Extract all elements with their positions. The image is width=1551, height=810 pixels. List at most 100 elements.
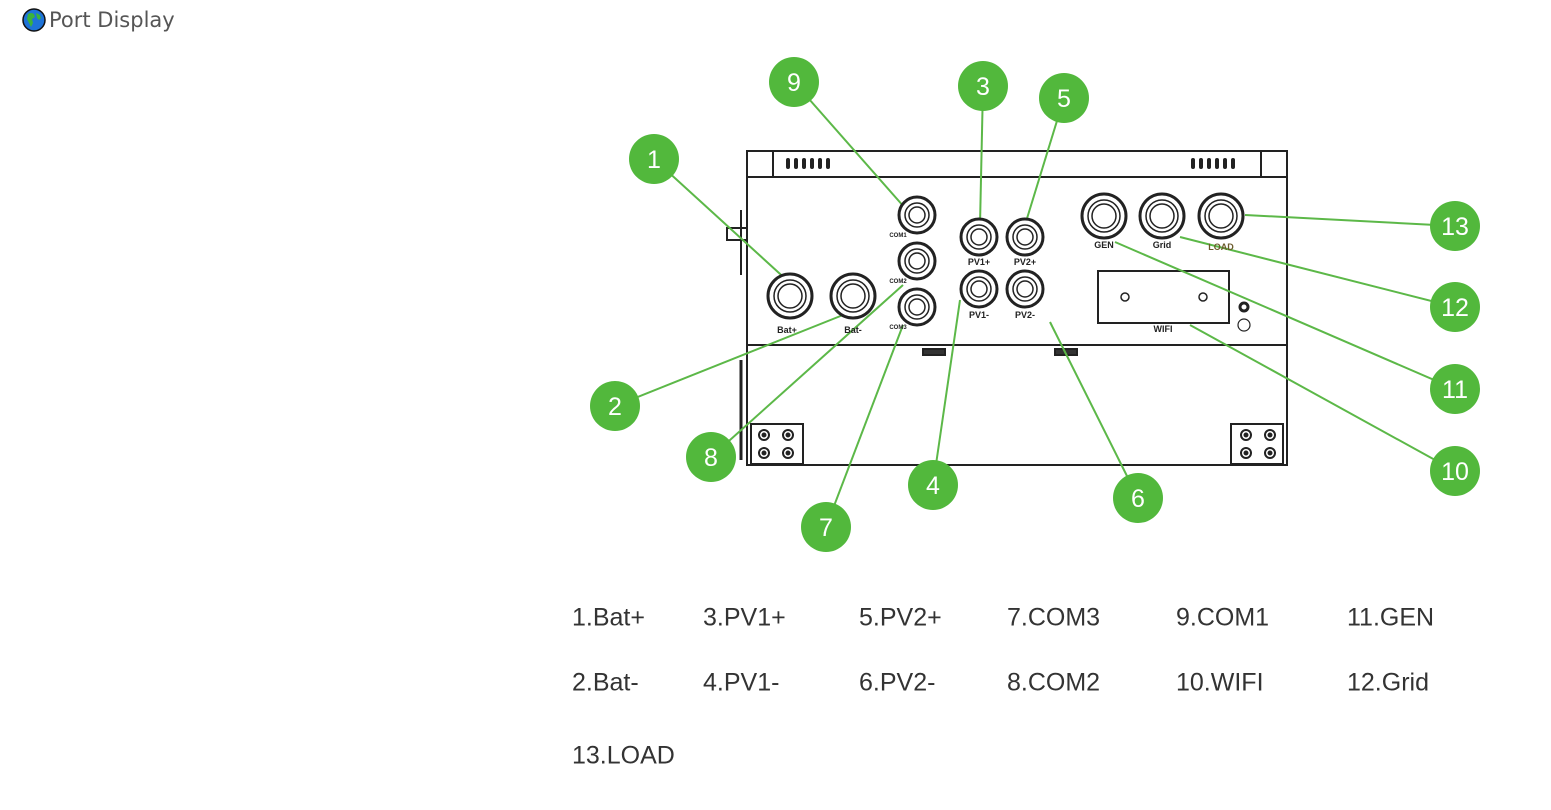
callout-7: 7 [801,502,851,552]
page-title: Port Display [49,8,175,32]
callout-10: 10 [1430,446,1480,496]
legend-item: 7.COM3 [1007,603,1101,632]
screw-center [1267,450,1273,456]
callout-number: 6 [1131,485,1145,513]
callout-12: 12 [1430,282,1480,332]
callout-number: 8 [704,444,718,472]
callout-number: 5 [1057,85,1071,113]
callout-number: 9 [787,69,801,97]
wifi-screw-icon [1120,292,1130,302]
callout-8: 8 [686,432,736,482]
callout-line-12 [1179,236,1456,308]
callout-number: 13 [1441,213,1469,241]
screw-center [785,450,791,456]
port-label-load: LOAD [1208,242,1234,252]
callout-line-1 [653,158,791,284]
port-com1: COM1 [889,195,937,239]
ground-icon [1237,318,1251,332]
legend-item: 2.Bat- [572,668,639,697]
port-label-grid: Grid [1153,240,1172,250]
port-pv1_minus: PV1- [959,269,999,320]
callout-line-2 [614,314,844,407]
port-label-bat_minus: Bat- [844,325,862,335]
legend-item: 9.COM1 [1176,603,1270,632]
port-load: LOAD [1197,192,1245,252]
callout-number: 3 [976,73,990,101]
indicator-dot [1191,158,1195,169]
port-pv2_plus: PV2+ [1005,217,1045,267]
callout-6: 6 [1113,473,1163,523]
callout-number: 2 [608,393,622,421]
callout-number: 4 [926,472,940,500]
callout-line-10 [1189,324,1456,472]
indicator-dot [1199,158,1203,169]
screw-center [1243,450,1249,456]
screw-center [1267,432,1273,438]
port-bat_plus: Bat+ [766,272,814,335]
indicator-dot [1215,158,1219,169]
port-com2: COM2 [889,241,937,285]
globe-icon [22,8,46,32]
callout-3: 3 [958,61,1008,111]
indicator-dot [826,158,830,169]
screw-center [761,450,767,456]
screw-icon [1240,447,1252,459]
legend-item: 12.Grid [1347,668,1429,697]
screw-icon [1240,429,1252,441]
port-label-com3: COM3 [889,325,907,331]
port-label-com2: COM2 [889,279,907,285]
screw-center [761,432,767,438]
indicator-dot [1231,158,1235,169]
port-pv2_minus: PV2- [1005,269,1045,320]
port-label-com1: COM1 [889,233,907,239]
port-label-pv2_plus: PV2+ [1014,257,1036,267]
callout-number: 11 [1442,376,1468,404]
callout-13: 13 [1430,201,1480,251]
screw-icon [1264,429,1276,441]
callout-number: 10 [1441,458,1469,486]
port-grid: Grid [1138,192,1186,250]
port-gen: GEN [1080,192,1128,250]
callout-line-7 [825,324,904,528]
callout-line-11 [1114,241,1456,390]
screw-icon [758,429,770,441]
screw-center [1243,432,1249,438]
inverter-device [726,150,1288,466]
indicator-dot [810,158,814,169]
legend-item: 8.COM2 [1007,668,1101,697]
legend-item: 5.PV2+ [859,603,942,632]
indicator-dot [786,158,790,169]
port-label-pv1_plus: PV1+ [968,257,990,267]
legend-item: 3.PV1+ [703,603,786,632]
port-label-wifi: WIFI [1154,324,1173,334]
callout-2: 2 [590,381,640,431]
page-header: Port Display [22,8,175,32]
legend-item: 10.WIFI [1176,668,1264,697]
screw-icon [758,447,770,459]
indicator-dot [794,158,798,169]
port-pv1_plus: PV1+ [959,217,999,267]
callout-11: 11 [1430,364,1480,414]
indicator-light [1238,301,1250,313]
callout-1: 1 [629,134,679,184]
callout-line-6 [1049,321,1139,499]
callout-line-8 [710,284,904,458]
callout-number: 7 [819,514,833,542]
callout-line-9 [793,81,906,209]
callout-number: 1 [647,146,661,174]
screw-icon [1264,447,1276,459]
indicator-dot [1223,158,1227,169]
screw-icon [782,447,794,459]
port-label-pv1_minus: PV1- [969,310,989,320]
port-label-pv2_minus: PV2- [1015,310,1035,320]
indicator-dot [818,158,822,169]
legend-item: 11.GEN [1347,603,1435,632]
callout-9: 9 [769,57,819,107]
screw-icon [782,429,794,441]
port-com3: COM3 [889,287,937,331]
port-label-bat_plus: Bat+ [777,325,797,335]
port-label-gen: GEN [1094,240,1114,250]
callout-4: 4 [908,460,958,510]
